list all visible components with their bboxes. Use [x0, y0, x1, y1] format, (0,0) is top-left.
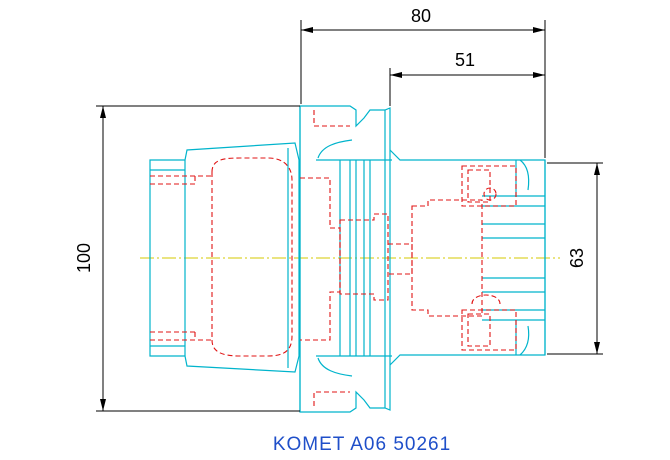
flange-bore — [300, 177, 341, 341]
dimension-overall-length: 80 — [300, 6, 546, 158]
rear-body-outline — [149, 142, 300, 373]
part-outline — [149, 105, 546, 413]
rear-cavity — [211, 157, 293, 357]
dimension-label-flange-diameter: 100 — [74, 243, 94, 273]
upper-key-slot — [461, 165, 517, 207]
dimension-shank-diameter: 63 — [547, 162, 603, 355]
part-caption: KOMET A06 50261 — [273, 434, 451, 455]
hidden-lines — [150, 110, 517, 406]
flange-outline — [299, 105, 391, 413]
lower-key-slot — [461, 309, 517, 351]
draw-bar — [339, 213, 389, 301]
dimension-label-overall-length: 80 — [411, 6, 431, 26]
dimension-label-shank-diameter: 63 — [567, 248, 587, 268]
dimension-shank-length: 51 — [389, 50, 545, 106]
dimension-flange-diameter: 100 — [74, 105, 300, 412]
front-bore — [411, 199, 483, 317]
dimension-label-shank-length: 51 — [455, 50, 475, 70]
